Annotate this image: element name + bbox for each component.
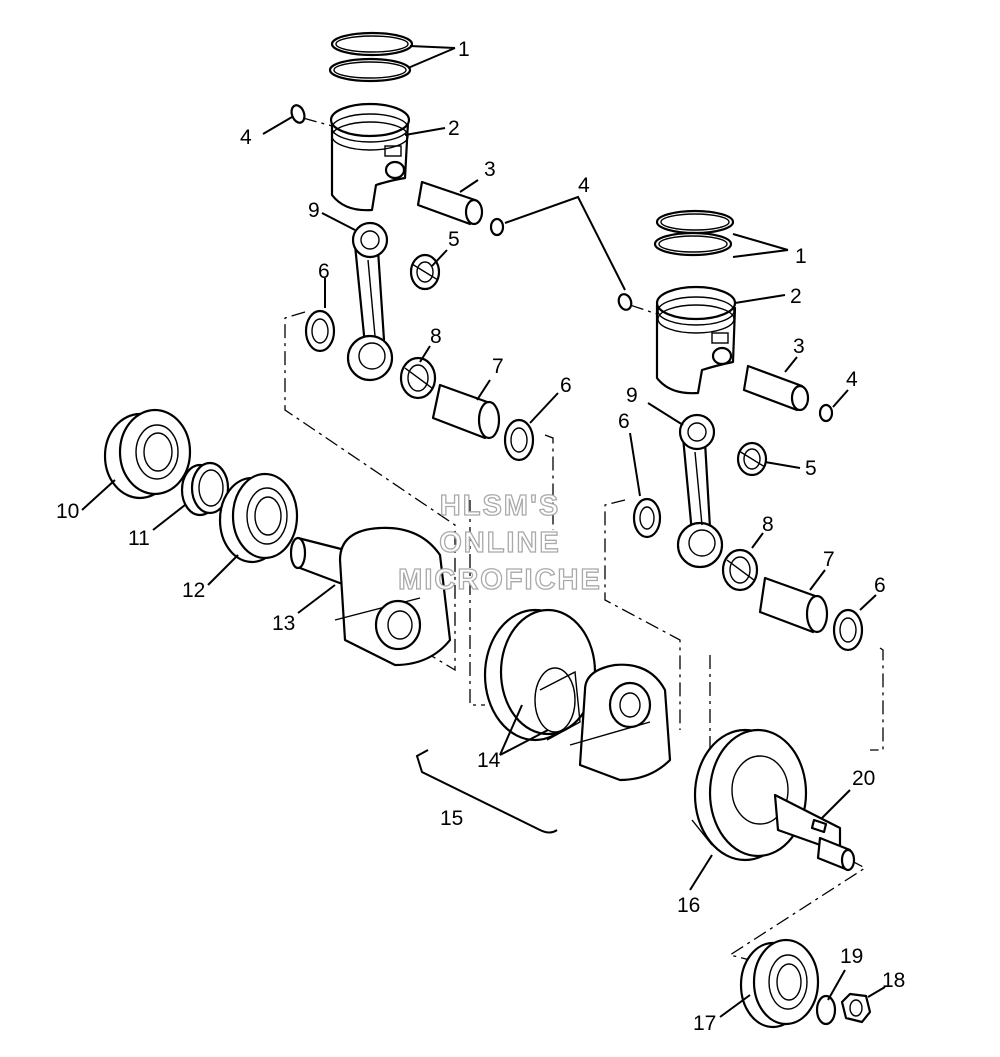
crankshaft-half-left <box>289 526 452 667</box>
callout-5: 5 <box>805 457 817 480</box>
thrust-washer-right-b <box>832 608 864 652</box>
watermark-line-3: MICROFICHE <box>398 564 602 596</box>
callout-18: 18 <box>882 969 905 992</box>
washer <box>815 994 837 1026</box>
callout-6: 6 <box>318 260 330 283</box>
callout-15: 15 <box>440 807 463 830</box>
thrust-washer-right-a <box>632 497 662 539</box>
watermark-line-1: HLSM'S <box>440 490 560 522</box>
callout-12: 12 <box>182 579 205 602</box>
callout-2: 2 <box>790 285 802 308</box>
spacer-ring <box>180 461 230 517</box>
callout-1: 1 <box>795 245 807 268</box>
piston-rings-left <box>328 31 414 83</box>
leader-lines <box>81 45 886 1018</box>
callout-19: 19 <box>840 945 863 968</box>
callout-20: 20 <box>852 767 875 790</box>
callout-3: 3 <box>793 335 805 358</box>
callout-4: 4 <box>240 126 252 149</box>
callout-6: 6 <box>874 574 886 597</box>
crank-pin-left <box>431 383 501 440</box>
assembly-bracket <box>415 749 558 834</box>
circlip-left-2 <box>489 217 505 237</box>
piston-left <box>329 102 411 212</box>
callout-1: 1 <box>458 38 470 61</box>
callout-11: 11 <box>128 527 150 550</box>
callout-5: 5 <box>448 228 460 251</box>
main-bearing-right <box>739 938 820 1029</box>
callout-9: 9 <box>308 199 320 222</box>
callout-2: 2 <box>448 117 460 140</box>
crank-pin-right <box>758 576 829 634</box>
callout-7: 7 <box>492 355 504 378</box>
watermark: HLSM'S ONLINE MICROFICHE <box>398 489 602 596</box>
circlip-left-1 <box>290 104 306 124</box>
circlip-right-1 <box>617 293 633 311</box>
connecting-rod-left <box>346 221 394 382</box>
thrust-washer-left-a <box>304 309 336 353</box>
big-end-bearing-left <box>399 356 437 400</box>
thrust-washer-left-b <box>503 418 535 462</box>
callout-labels: 1 2 3 4 4 9 5 6 8 7 6 1 2 3 4 9 6 5 8 7 … <box>56 38 905 1035</box>
nut <box>840 992 872 1024</box>
callout-8: 8 <box>762 513 774 536</box>
callout-6: 6 <box>618 410 630 433</box>
callout-6: 6 <box>560 374 572 397</box>
circlip-right-2 <box>818 403 834 423</box>
callout-17: 17 <box>693 1012 716 1035</box>
piston-rings-right <box>653 209 735 257</box>
callout-8: 8 <box>430 325 442 348</box>
small-end-bearing-right <box>736 441 768 477</box>
crankshaft-half-right <box>691 728 856 872</box>
callout-9: 9 <box>626 384 638 407</box>
callout-4: 4 <box>578 174 590 197</box>
callout-16: 16 <box>677 894 700 917</box>
wrist-pin-left <box>416 180 484 226</box>
callout-7: 7 <box>823 548 835 571</box>
watermark-line-2: ONLINE <box>439 527 561 559</box>
callout-3: 3 <box>484 158 496 181</box>
connecting-rod-right <box>676 413 724 569</box>
woodruff-key <box>810 818 828 834</box>
callout-13: 13 <box>272 612 295 635</box>
callout-4: 4 <box>846 368 858 391</box>
main-bearing-outer-left <box>103 408 192 500</box>
callout-10: 10 <box>56 500 79 523</box>
wrist-pin-right <box>742 364 810 412</box>
main-bearing-inner-left <box>218 472 299 564</box>
crankshaft-half-center <box>483 608 672 782</box>
small-end-bearing-left <box>409 253 441 291</box>
callout-14: 14 <box>477 749 501 772</box>
piston-right <box>655 285 737 395</box>
big-end-bearing-right <box>721 548 759 592</box>
